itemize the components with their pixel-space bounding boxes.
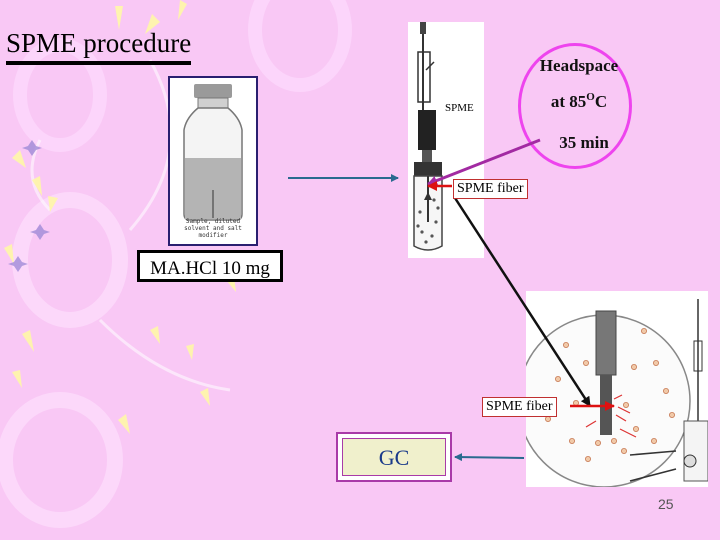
spme-syringe-icon [413,22,443,251]
gc-box: GC [336,432,452,482]
page-title: SPME procedure [6,26,192,65]
sample-vial-image: Sample, diluted solvent and salt modifie… [168,76,258,246]
spme-fiber-label-top: SPME fiber [453,179,528,199]
drug-amount-box: MA.HCl 10 mg [137,250,283,282]
gc-label: GC [342,438,446,476]
condition-time: 35 min [559,133,609,152]
spme-device-label: SPME [445,102,474,114]
condition-headspace: Headspace [539,56,619,75]
spme-device-image: SPME [408,22,484,258]
extraction-diagram-image [517,291,709,488]
condition-temperature: at 85OC [525,91,633,112]
confetti-decoration [4,0,236,434]
balloon-decoration-top [13,0,352,152]
extraction-diagram-icon [517,299,709,488]
degree-superscript: O [586,91,595,103]
spme-fiber-label-bottom: SPME fiber [482,397,557,417]
temperature-unit: C [594,92,608,111]
vial-icon [183,84,243,221]
balloon-decoration-left [0,192,128,528]
vial-caption: Sample, diluted solvent and salt modifie… [184,218,242,239]
temperature-value: at 85 [550,92,587,111]
sparkle-decoration [8,140,50,272]
slide-page-number: 25 [658,496,674,512]
